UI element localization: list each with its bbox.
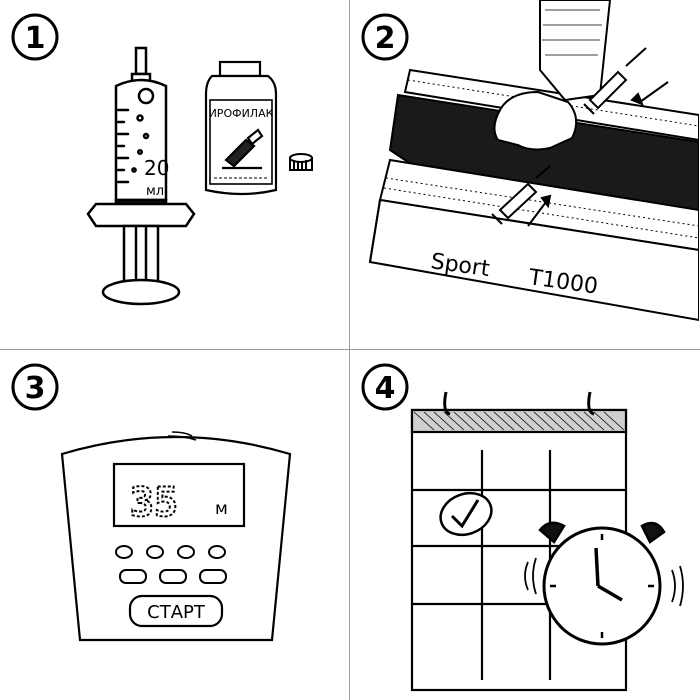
step-number: 4 bbox=[375, 371, 396, 406]
round-button[interactable] bbox=[115, 545, 133, 559]
step-number-badge: 2 bbox=[361, 13, 409, 61]
start-button-label: СТАРТ bbox=[147, 602, 206, 623]
syringe-unit: мл bbox=[146, 184, 164, 199]
display-screen bbox=[112, 462, 246, 528]
syringe-arrow-upper bbox=[583, 47, 669, 115]
display-unit: м bbox=[215, 499, 228, 519]
round-button[interactable] bbox=[177, 545, 195, 559]
syringe-arrow-lower bbox=[491, 165, 552, 227]
step-3-panel: 3 35 м bbox=[0, 350, 349, 699]
hand-icon bbox=[493, 0, 612, 151]
step-4-panel: 4 bbox=[350, 350, 699, 699]
rect-buttons-row bbox=[119, 569, 227, 584]
panel-divider-vertical bbox=[349, 0, 350, 700]
bottle-icon bbox=[204, 60, 278, 196]
round-button[interactable] bbox=[146, 545, 164, 559]
step-number: 2 bbox=[375, 21, 396, 56]
round-button[interactable] bbox=[208, 545, 226, 559]
round-buttons-row bbox=[115, 545, 226, 559]
step-4-illustration: 4 bbox=[361, 363, 684, 692]
step-2-illustration: 2 bbox=[361, 0, 699, 322]
syringe-volume: 20 bbox=[144, 156, 169, 180]
step-number-badge: 1 bbox=[11, 13, 59, 61]
rect-button[interactable] bbox=[159, 569, 187, 584]
rect-button[interactable] bbox=[119, 569, 147, 584]
step-number-badge: 4 bbox=[361, 363, 409, 411]
step-number: 1 bbox=[25, 21, 46, 56]
step-1-illustration: 1 bbox=[11, 13, 313, 306]
panel-divider-horizontal bbox=[0, 349, 700, 350]
syringe-icon bbox=[86, 46, 196, 306]
step-3-illustration: 3 35 м bbox=[11, 363, 292, 642]
bottle-cap-icon bbox=[289, 153, 313, 171]
display-value: 35 bbox=[130, 480, 178, 526]
step-1-panel: 1 bbox=[0, 0, 349, 349]
step-number-badge: 3 bbox=[11, 363, 59, 411]
start-button[interactable]: СТАРТ bbox=[128, 594, 224, 628]
rect-button[interactable] bbox=[199, 569, 227, 584]
alarm-clock-icon bbox=[524, 521, 684, 646]
step-number: 3 bbox=[25, 371, 46, 406]
treadmill-belt bbox=[368, 68, 699, 322]
checkmark-icon bbox=[439, 491, 493, 537]
bottle-label: ИРОФИЛАК bbox=[209, 107, 274, 120]
step-2-panel: 2 bbox=[350, 0, 699, 349]
